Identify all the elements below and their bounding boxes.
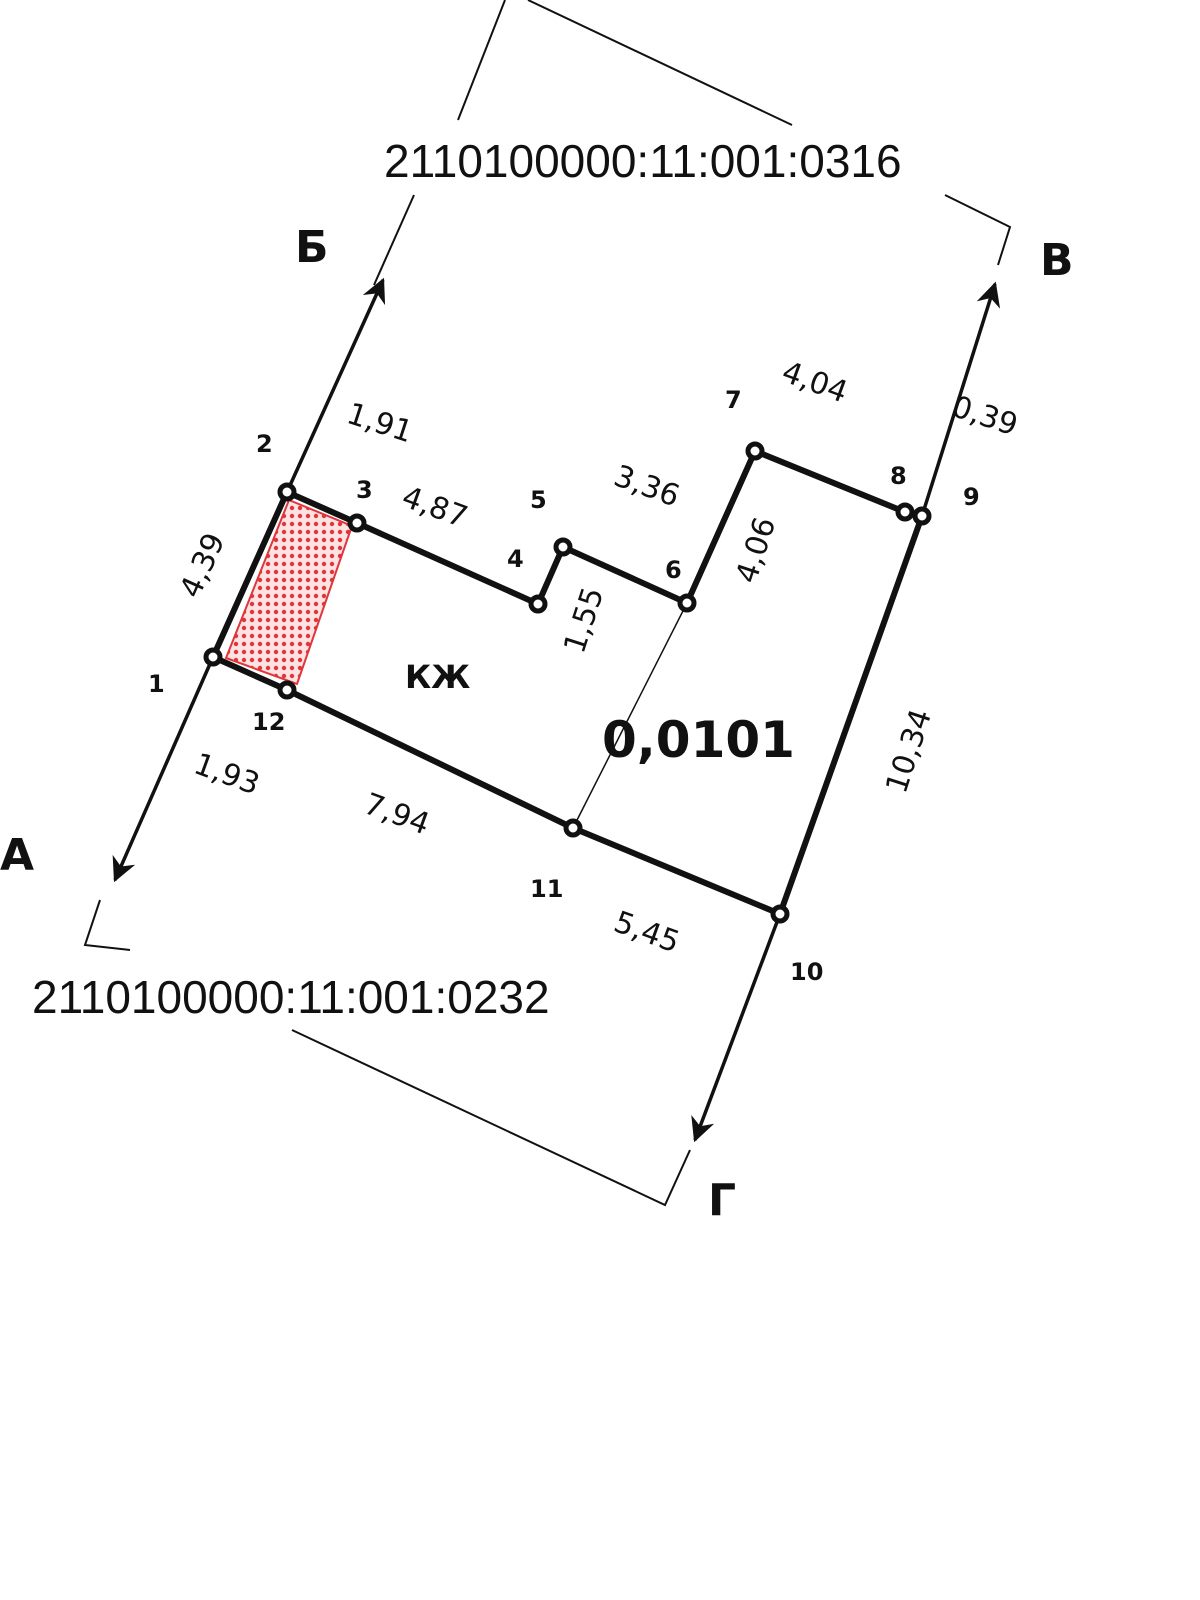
vertex-1	[203, 647, 223, 667]
vertices	[203, 441, 932, 924]
point-label-3: 3	[356, 476, 373, 504]
point-label-7: 7	[725, 386, 742, 414]
point-label-9: 9	[963, 483, 980, 511]
point-label-6: 6	[665, 556, 682, 584]
dimension-6-7: 4,06	[729, 513, 783, 587]
direction-label-v: В	[1040, 235, 1074, 286]
point-label-1: 1	[148, 670, 165, 698]
direction-label-b: Б	[295, 222, 329, 273]
dimension-9-10: 10,34	[879, 705, 939, 798]
point-label-4: 4	[507, 545, 524, 573]
land-use-code: КЖ	[405, 658, 470, 696]
dimension-1-a: 1,93	[189, 747, 264, 803]
point-label-8: 8	[890, 462, 907, 490]
vertex-9	[912, 506, 932, 526]
dimension-11-12: 7,94	[359, 787, 434, 843]
vertex-6	[677, 593, 697, 613]
point-label-2: 2	[256, 430, 273, 458]
direction-label-a: А	[0, 830, 34, 881]
dimension-7-8: 4,04	[777, 355, 852, 411]
vertex-12	[277, 680, 297, 700]
south-neighbor-cadastral-number: 2110100000:11:001:0232	[32, 971, 550, 1023]
vertex-8	[895, 502, 915, 522]
dimension-9-v: 0,39	[948, 389, 1022, 443]
parcel-area: 0,0101	[602, 711, 795, 769]
point-label-11: 11	[530, 875, 563, 903]
vertex-2	[277, 482, 297, 502]
north-neighbor-cadastral-number: 2110100000:11:001:0316	[384, 135, 902, 187]
hatched-structure	[224, 498, 354, 686]
point-label-10: 10	[790, 958, 823, 986]
dimension-4-5: 1,55	[557, 583, 611, 657]
vertex-4	[528, 594, 548, 614]
dimension-5-6: 3,36	[609, 459, 684, 515]
vertex-11	[563, 818, 583, 838]
dimension-3-4: 4,87	[397, 480, 472, 536]
vertex-5	[553, 537, 573, 557]
point-label-12: 12	[252, 708, 285, 736]
dimension-10-11: 5,45	[609, 905, 684, 961]
vertex-10	[770, 904, 790, 924]
dimension-2-b: 1,91	[343, 396, 417, 450]
direction-arrows	[112, 277, 1001, 1143]
neighbor-boundaries	[83, 0, 1012, 1207]
vertex-3	[347, 513, 367, 533]
point-label-5: 5	[530, 486, 547, 514]
direction-label-g: Г	[708, 1175, 736, 1226]
vertex-7	[745, 441, 765, 461]
dimension-1-2: 4,39	[173, 528, 232, 603]
